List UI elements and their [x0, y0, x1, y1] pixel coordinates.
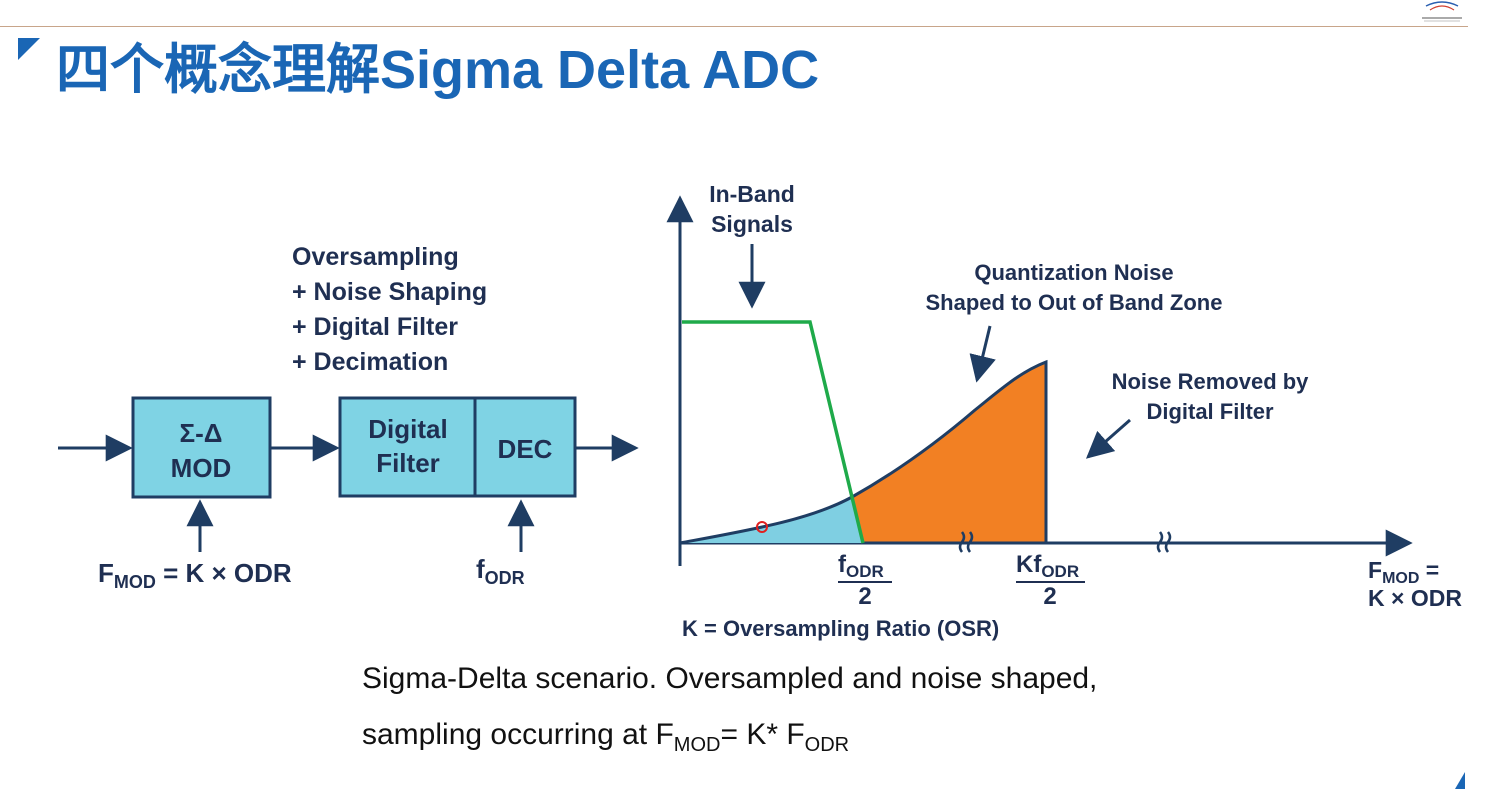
mod-block-line1: Σ-Δ	[180, 418, 223, 448]
page-corner-mark	[1455, 772, 1465, 789]
in-band-noise-area	[680, 497, 863, 543]
svg-text:2: 2	[1043, 583, 1056, 610]
svg-text:Digital Filter: Digital Filter	[1146, 399, 1274, 424]
svg-text:Signals: Signals	[711, 211, 793, 237]
note-oversampling: Oversampling	[292, 243, 459, 271]
digital-filter-block: Digital Filter	[338, 396, 477, 498]
tick-fodr-half: fODR 2	[838, 551, 892, 610]
note-decimation: + Decimation	[292, 348, 448, 376]
header-divider	[0, 26, 1468, 27]
in-band-signals-label: In-Band Signals	[709, 181, 795, 237]
cursor-marker-icon	[756, 521, 768, 533]
fmod-label: FMOD = K × ODR	[98, 558, 292, 592]
logo-icon	[1422, 1, 1462, 22]
svg-text:Quantization Noise: Quantization Noise	[974, 260, 1173, 285]
dec-block-label: DEC	[498, 434, 553, 464]
quantization-noise-arrow	[969, 325, 996, 383]
osr-note: K = Oversampling Ratio (OSR)	[682, 616, 999, 641]
svg-text:Shaped to Out of Band Zone: Shaped to Out of Band Zone	[926, 290, 1223, 315]
sigma-delta-mod-block: Σ-Δ MOD	[131, 396, 272, 499]
axis-end-label: FMOD = K × ODR	[1368, 557, 1462, 611]
tick-k-fodr-half: KfODR 2	[1016, 551, 1085, 610]
filter-block-line2: Filter	[376, 448, 440, 478]
axis-break-2-icon	[1156, 531, 1172, 553]
title-corner-mark	[18, 38, 40, 60]
note-digital-filter: + Digital Filter	[292, 313, 458, 341]
quantization-noise-label: Quantization Noise Shaped to Out of Band…	[926, 260, 1223, 315]
noise-removed-arrow	[1085, 418, 1131, 459]
digital-filter-response	[682, 320, 865, 544]
noise-removed-label: Noise Removed by Digital Filter	[1112, 369, 1310, 424]
page-title: 四个概念理解Sigma Delta ADC	[56, 40, 820, 100]
oversampling-notes: Oversampling + Noise Shaping + Digital F…	[292, 243, 487, 376]
caption-line-2: sampling occurring at FMOD= K* FODR	[362, 718, 850, 756]
shaped-noise-area	[852, 362, 1046, 543]
decimator-block: DEC	[473, 396, 577, 498]
filter-block-line1: Digital	[368, 414, 447, 444]
svg-text:FMOD =: FMOD =	[1368, 557, 1439, 587]
fodr-label: fODR	[476, 554, 525, 588]
note-noise-shaping: + Noise Shaping	[292, 278, 487, 306]
svg-text:In-Band: In-Band	[709, 181, 795, 207]
svg-text:2: 2	[858, 583, 871, 610]
svg-text:KfODR: KfODR	[1016, 551, 1079, 581]
noise-curve	[679, 359, 1048, 545]
svg-text:Noise Removed by: Noise Removed by	[1112, 369, 1310, 394]
svg-text:K × ODR: K × ODR	[1368, 585, 1462, 611]
caption-line-1: Sigma-Delta scenario. Oversampled and no…	[362, 662, 1098, 695]
svg-text:fODR: fODR	[838, 551, 884, 581]
mod-block-line2: MOD	[171, 453, 232, 483]
axis-break-1-icon	[958, 531, 974, 553]
